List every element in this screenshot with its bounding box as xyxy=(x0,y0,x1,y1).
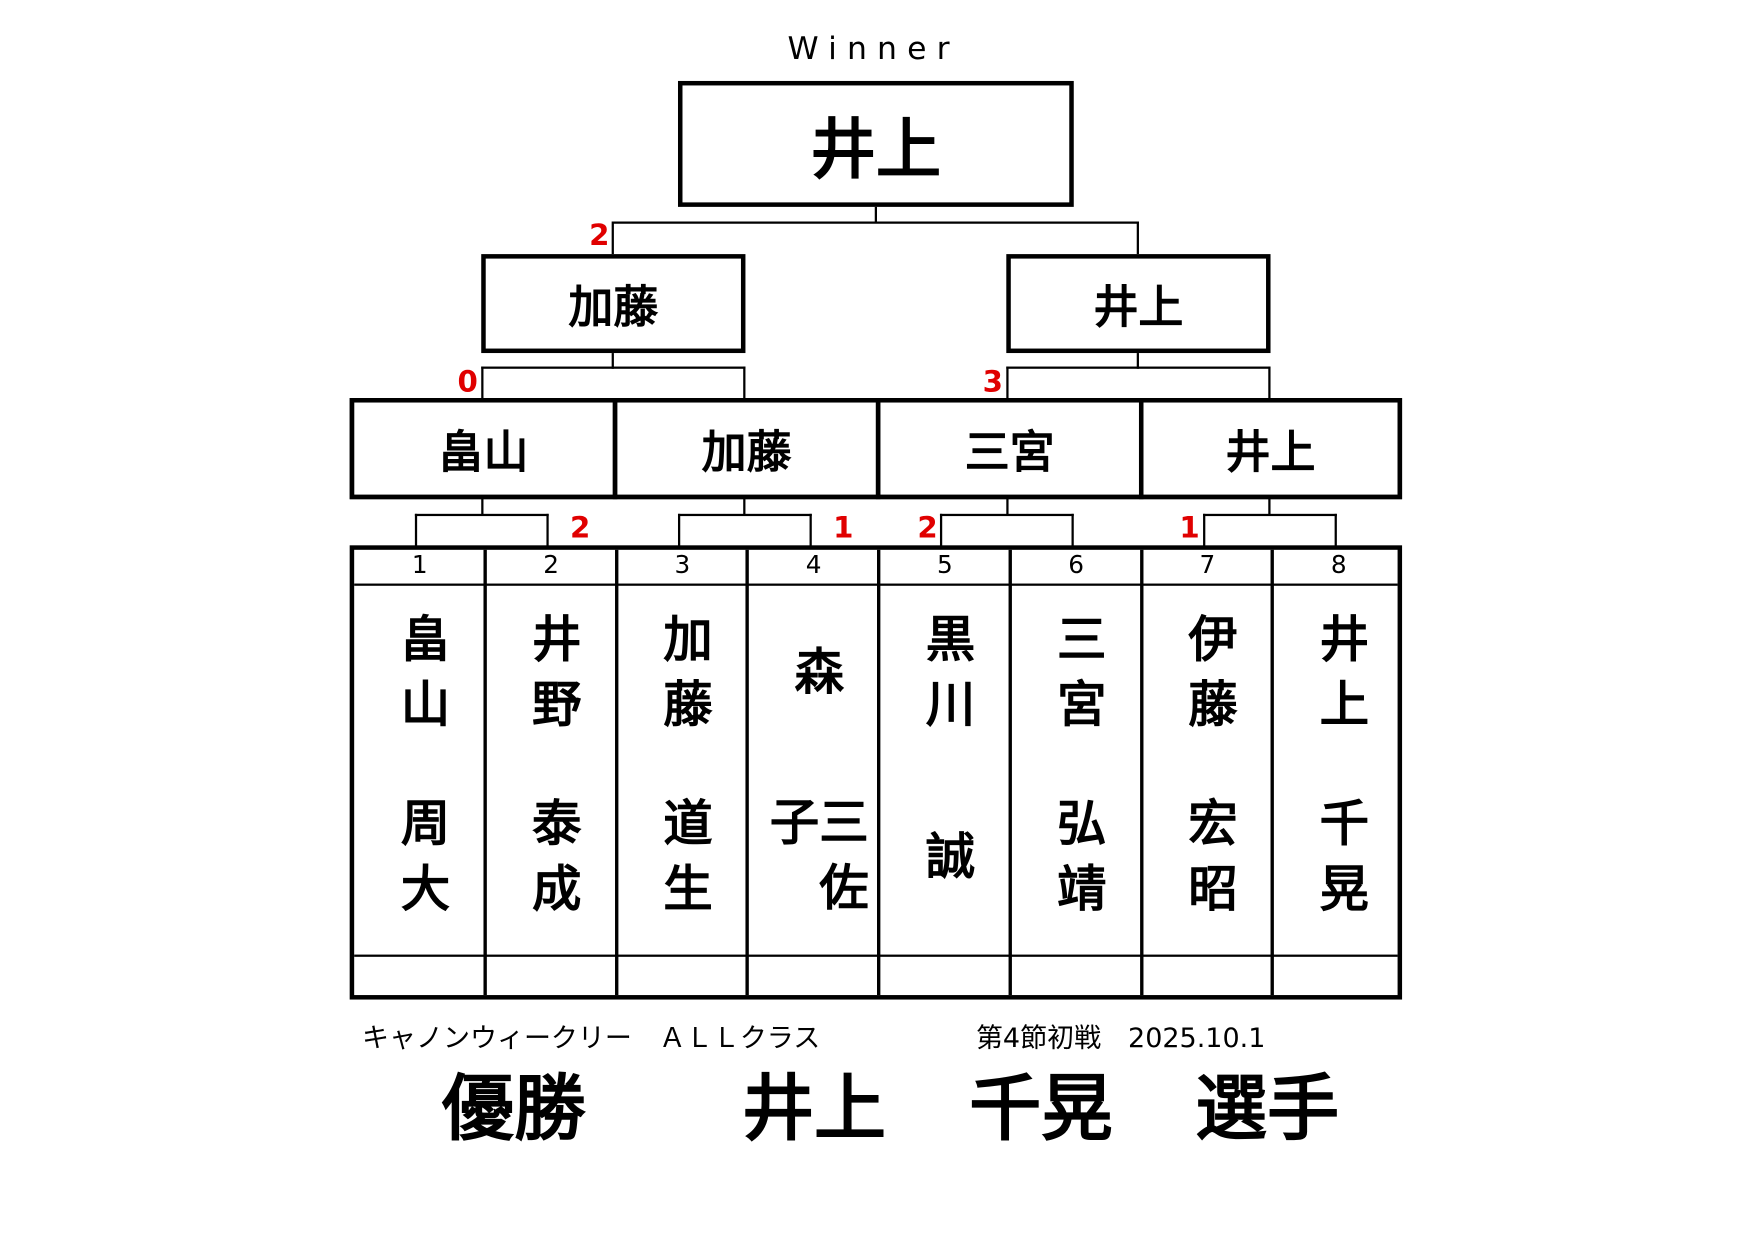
player-given-name: 千晃 xyxy=(1310,797,1368,928)
connector xyxy=(415,513,418,548)
quarterfinal-name: 畠山 xyxy=(438,427,529,479)
player-surname: 黒川 xyxy=(916,612,975,744)
players-table: 1 畠山周大 2 井野泰成 3 加藤道生 4 森三佐子 5 黒川誠 6 三宮弘靖 7 伊藤宏昭 8 井上千晃 xyxy=(349,545,1403,1000)
connector xyxy=(677,513,681,548)
player-surname: 三宮 xyxy=(1048,612,1106,744)
seed-number: 2 xyxy=(543,551,559,580)
connector xyxy=(1334,513,1337,548)
player-surname: 加藤 xyxy=(654,612,712,744)
quarterfinal-box: 加藤 xyxy=(612,398,881,500)
column-divider xyxy=(745,549,750,996)
seed-number: 7 xyxy=(1199,551,1216,580)
quarterfinal-name: 加藤 xyxy=(701,427,792,479)
connector xyxy=(480,498,484,515)
connector xyxy=(743,498,746,515)
connector xyxy=(481,366,484,401)
player-given-name: 弘靖 xyxy=(1048,797,1106,928)
column-divider xyxy=(1139,549,1143,996)
seed-number: 1 xyxy=(411,551,428,580)
award-label: 優勝 xyxy=(441,1068,586,1152)
connector xyxy=(1136,353,1139,369)
player-surname: 井上 xyxy=(1310,612,1368,744)
connector xyxy=(415,513,549,517)
connector xyxy=(1202,513,1206,548)
winner-heading: Winner xyxy=(787,29,960,67)
connector xyxy=(1202,513,1337,517)
connector xyxy=(1006,366,1009,401)
connector xyxy=(874,206,878,223)
player-given-name: 周大 xyxy=(391,797,450,928)
column-divider xyxy=(1270,549,1275,996)
semifinal-name: 加藤 xyxy=(568,282,659,334)
player-surname: 畠山 xyxy=(391,612,450,744)
connector xyxy=(940,513,943,548)
header-divider xyxy=(354,583,1398,586)
connector xyxy=(1268,498,1271,515)
seed-number: 3 xyxy=(674,551,691,580)
connector xyxy=(611,221,614,255)
column-divider xyxy=(1008,549,1012,996)
semifinal-box-right: 井上 xyxy=(1006,254,1271,354)
connector xyxy=(1136,221,1139,255)
semi-score: 0 xyxy=(457,365,478,400)
player-given-name: 泰成 xyxy=(522,797,581,928)
player-given-name: 三佐子 xyxy=(760,796,868,927)
seed-number: 4 xyxy=(805,551,822,580)
connector xyxy=(481,366,746,369)
winner-given: 千晃 xyxy=(969,1068,1114,1152)
connector xyxy=(809,513,812,548)
quarterfinal-box: 井上 xyxy=(1138,398,1403,500)
connector xyxy=(1071,513,1074,548)
player-given-name: 誠 xyxy=(916,829,975,895)
quarterfinal-name: 井上 xyxy=(1225,427,1316,479)
seed-number: 8 xyxy=(1330,551,1347,580)
connector xyxy=(940,513,1074,517)
quarterfinal-row: 畠山 加藤 三宮 井上 xyxy=(349,398,1403,500)
connector xyxy=(1006,366,1271,369)
quarterfinal-box: 畠山 xyxy=(349,398,618,500)
player-surname: 井野 xyxy=(522,612,581,744)
first-round-score: 1 xyxy=(833,511,854,546)
quarterfinal-name: 三宮 xyxy=(964,427,1055,479)
first-round-score: 1 xyxy=(1179,511,1200,546)
connector xyxy=(1268,366,1271,401)
first-round-score: 2 xyxy=(569,511,591,546)
column-divider xyxy=(483,549,487,996)
seed-number: 5 xyxy=(937,551,953,580)
footer-divider xyxy=(354,954,1398,957)
semifinal-box-left: 加藤 xyxy=(481,254,746,354)
player-surname: 伊藤 xyxy=(1179,612,1237,744)
winner-surname: 井上 xyxy=(742,1068,886,1152)
event-name: キャノンウィークリー ＡＬＬクラス xyxy=(362,1022,821,1054)
column-divider xyxy=(877,549,881,996)
connector xyxy=(612,221,1139,224)
quarterfinal-box: 三宮 xyxy=(875,398,1144,500)
honorific: 選手 xyxy=(1195,1068,1340,1152)
connector xyxy=(743,366,746,401)
connector xyxy=(546,513,549,548)
round-date: 第4節初戦 2025.10.1 xyxy=(975,1022,1266,1054)
semi-score: 3 xyxy=(982,365,1003,400)
player-given-name: 宏昭 xyxy=(1179,797,1237,928)
connector xyxy=(677,513,812,517)
champion-name: 井上 xyxy=(810,111,942,188)
seed-number: 6 xyxy=(1068,551,1085,580)
champion-box: 井上 xyxy=(677,80,1074,207)
semifinal-name: 井上 xyxy=(1093,282,1184,334)
connector xyxy=(611,353,614,369)
column-divider xyxy=(614,549,618,996)
connector xyxy=(1006,498,1009,515)
player-surname: 森 xyxy=(785,645,843,711)
final-score: 2 xyxy=(589,219,610,253)
player-given-name: 道生 xyxy=(654,797,712,928)
first-round-score: 2 xyxy=(917,511,938,546)
